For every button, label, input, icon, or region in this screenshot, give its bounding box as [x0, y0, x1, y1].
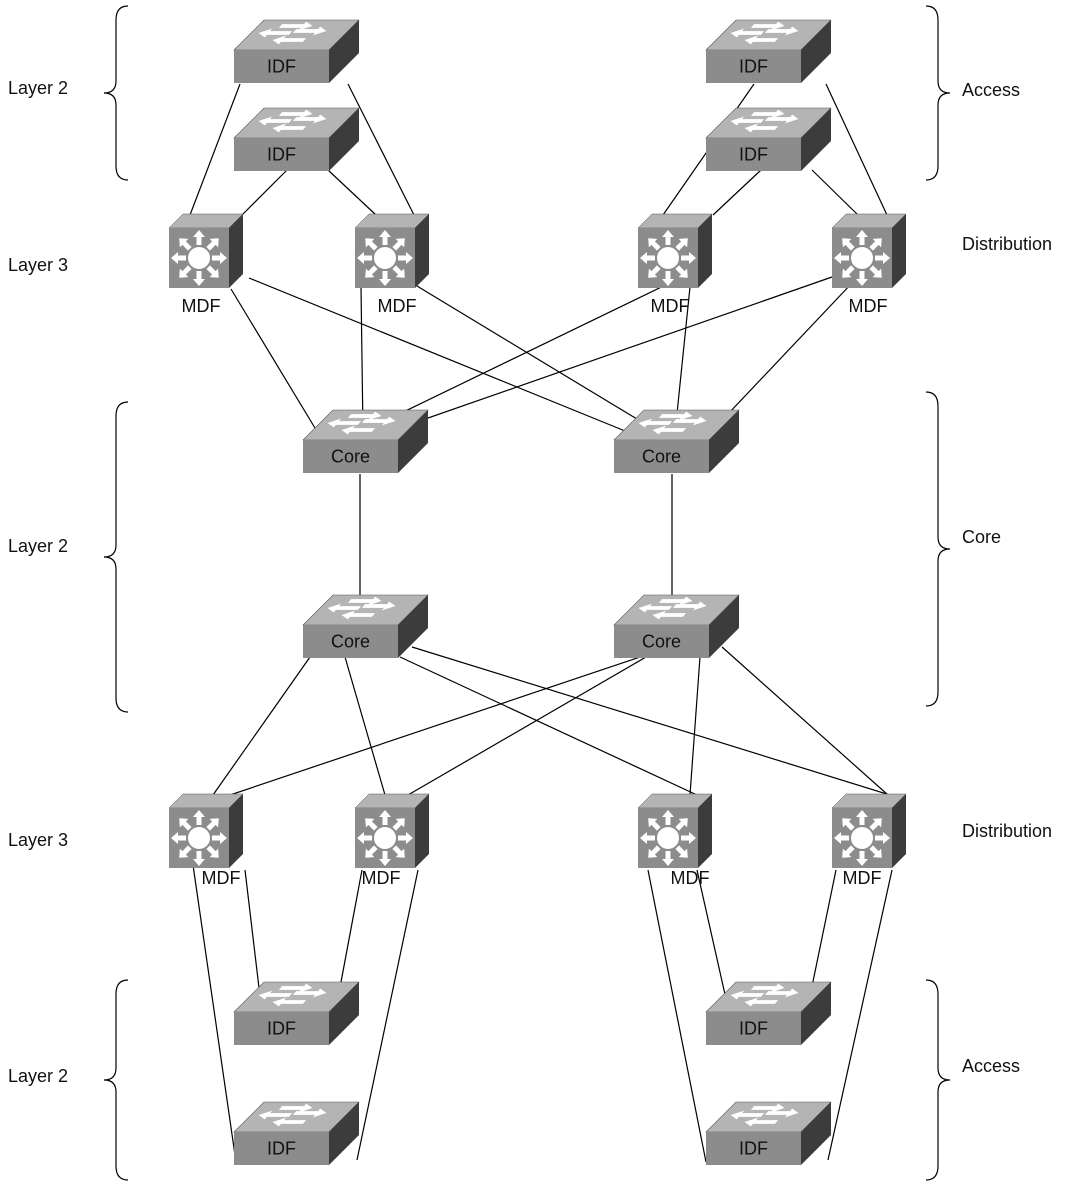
mdf-switch-bottom-4[interactable]: MDF [831, 793, 907, 888]
idf-switch-bottom-left-1[interactable]: IDF [233, 981, 360, 1045]
link-line [347, 83, 415, 216]
idf-switch-bottom-right-2[interactable]: IDF [705, 1101, 832, 1165]
mdf-switch-bottom-3[interactable]: MDF [637, 793, 713, 888]
right-label-distribution-top: Distribution [962, 234, 1053, 254]
mdf-switch-top-2-label: MDF [378, 296, 417, 316]
link-line [411, 282, 661, 434]
link-line [689, 656, 701, 796]
brace-right-access-top [925, 5, 951, 181]
mdf-switch-top-1-label: MDF [182, 296, 221, 316]
link-line [811, 169, 859, 216]
mdf-switch-bottom-1[interactable]: MDF [168, 793, 244, 888]
idf-switch-bottom-right-1[interactable]: IDF [705, 981, 832, 1045]
mdf-switch-top-1[interactable]: MDF [168, 213, 244, 316]
link-line [212, 656, 311, 796]
link-line [674, 286, 691, 434]
link-line [192, 864, 237, 1163]
link-line [411, 646, 891, 796]
mdf-switch-top-4[interactable]: MDF [831, 213, 907, 316]
link-line [327, 169, 377, 216]
idf-switch-bottom-left-2-label: IDF [267, 1139, 296, 1159]
link-line [229, 656, 641, 796]
link-line [344, 656, 386, 796]
idf-switch-top-right-2-label: IDF [739, 145, 768, 165]
brace-left-layer2-top [103, 5, 129, 181]
core-switch-1[interactable]: Core [302, 409, 429, 473]
link-line [230, 288, 319, 434]
left-label-layer3-top: Layer 3 [8, 255, 69, 275]
idf-switch-top-right-1[interactable]: IDF [705, 19, 832, 83]
link-line [359, 277, 681, 434]
right-label-access-bottom: Access [962, 1056, 1021, 1076]
right-label-access-top: Access [962, 80, 1021, 100]
right-label-core: Core [962, 527, 1002, 547]
link-line [189, 83, 241, 216]
idf-switch-bottom-left-1-label: IDF [267, 1019, 296, 1039]
brace-left-layer2-bottom [103, 979, 129, 1181]
link-line [712, 169, 762, 216]
mdf-switch-bottom-3-label: MDF [671, 868, 710, 888]
idf-switch-top-left-1-label: IDF [267, 57, 296, 77]
mdf-switch-bottom-1-label: MDF [202, 868, 241, 888]
link-line [241, 169, 288, 216]
link-line [360, 286, 364, 434]
link-line [399, 656, 698, 796]
idf-switch-top-left-1[interactable]: IDF [233, 19, 360, 83]
mdf-switch-top-4-label: MDF [849, 296, 888, 316]
mdf-switch-top-3-label: MDF [651, 296, 690, 316]
left-label-layer2-top: Layer 2 [8, 78, 69, 98]
mdf-switch-top-2[interactable]: MDF [354, 213, 430, 316]
idf-switch-bottom-left-2[interactable]: IDF [233, 1101, 360, 1165]
idf-switch-top-left-2[interactable]: IDF [233, 107, 360, 171]
brace-left-layer2-core [103, 401, 129, 713]
brace-right-core [925, 391, 951, 707]
left-label-layer2-bottom: Layer 2 [8, 1066, 69, 1086]
brace-right-access-bottom [925, 979, 951, 1181]
core-switch-3-label: Core [331, 632, 370, 652]
mdf-switch-bottom-2[interactable]: MDF [354, 793, 430, 888]
link-line [709, 282, 853, 434]
link-line [356, 869, 419, 1161]
mdf-switch-bottom-4-label: MDF [843, 868, 882, 888]
idf-switch-bottom-right-2-label: IDF [739, 1139, 768, 1159]
core-switch-4[interactable]: Core [613, 594, 740, 658]
core-switch-2[interactable]: Core [613, 409, 740, 473]
link-line [248, 277, 631, 434]
links-layer [103, 5, 951, 1181]
core-switch-2-label: Core [642, 447, 681, 467]
link-line [721, 646, 889, 796]
idf-switch-top-left-2-label: IDF [267, 145, 296, 165]
idf-switch-top-right-2[interactable]: IDF [705, 107, 832, 171]
link-line [407, 656, 647, 796]
right-label-distribution-bottom: Distribution [962, 821, 1053, 841]
link-line [384, 276, 833, 434]
link-line [647, 869, 707, 1163]
left-label-layer2-core: Layer 2 [8, 536, 69, 556]
idf-switch-top-right-1-label: IDF [739, 57, 768, 77]
mdf-switch-bottom-2-label: MDF [362, 868, 401, 888]
left-label-layer3-bottom: Layer 3 [8, 830, 69, 850]
core-switch-1-label: Core [331, 447, 370, 467]
mdf-switch-top-3[interactable]: MDF [637, 213, 713, 316]
core-switch-3[interactable]: Core [302, 594, 429, 658]
link-line [825, 83, 888, 216]
core-switch-4-label: Core [642, 632, 681, 652]
idf-switch-bottom-right-1-label: IDF [739, 1019, 768, 1039]
link-line [827, 869, 893, 1161]
